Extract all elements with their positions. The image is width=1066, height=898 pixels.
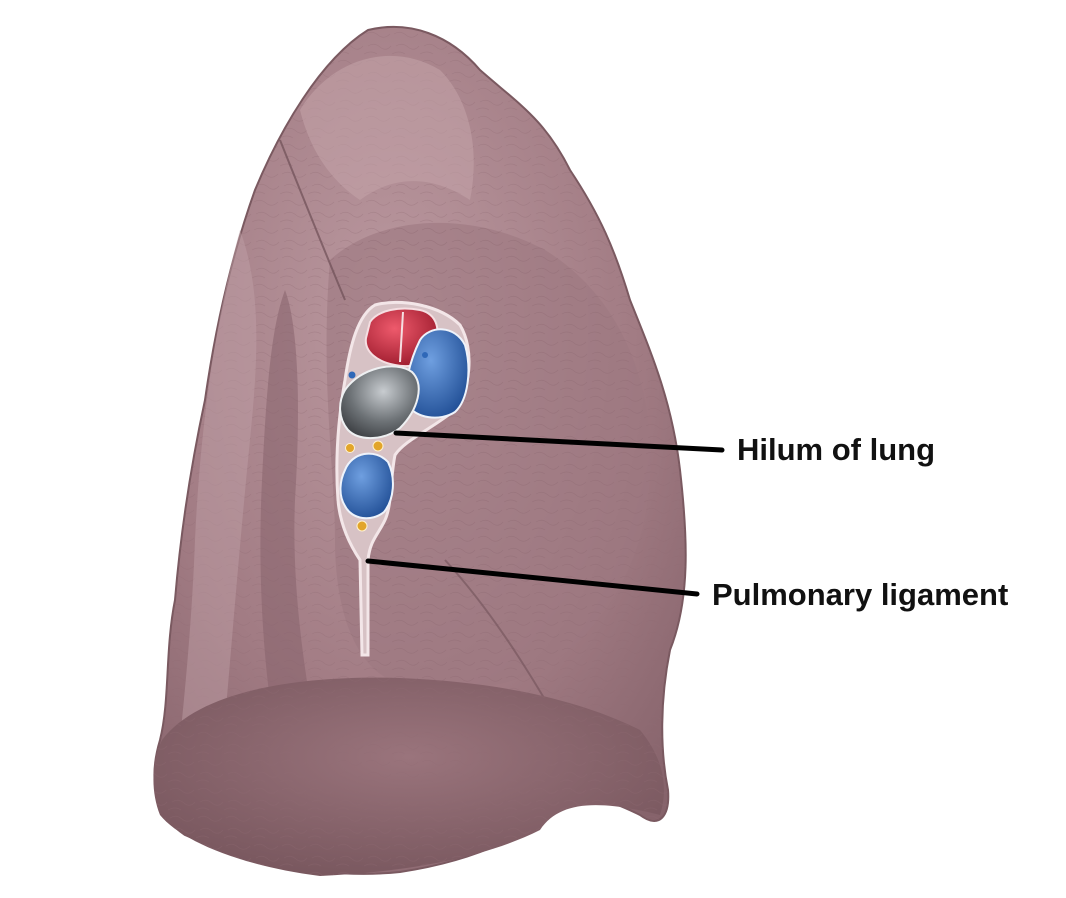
lymph-node xyxy=(372,440,384,452)
pulmonary-ligament-label: Pulmonary ligament xyxy=(712,577,1008,612)
oblique-fissure xyxy=(279,139,346,301)
ligament-leader-line xyxy=(365,558,700,597)
main-bronchus xyxy=(339,365,420,439)
apex-ridge xyxy=(300,55,474,200)
costal-rim xyxy=(180,230,257,740)
hilum-leader-line xyxy=(393,430,725,453)
inferior-pulmonary-vein xyxy=(339,452,394,520)
bronchial-vessel xyxy=(348,371,356,379)
bronchial-vessel xyxy=(422,352,428,358)
mediastinal-groove xyxy=(260,290,310,700)
lymph-node xyxy=(356,520,368,532)
lymph-node xyxy=(345,443,355,453)
hilum-label: Hilum of lung xyxy=(737,432,935,467)
